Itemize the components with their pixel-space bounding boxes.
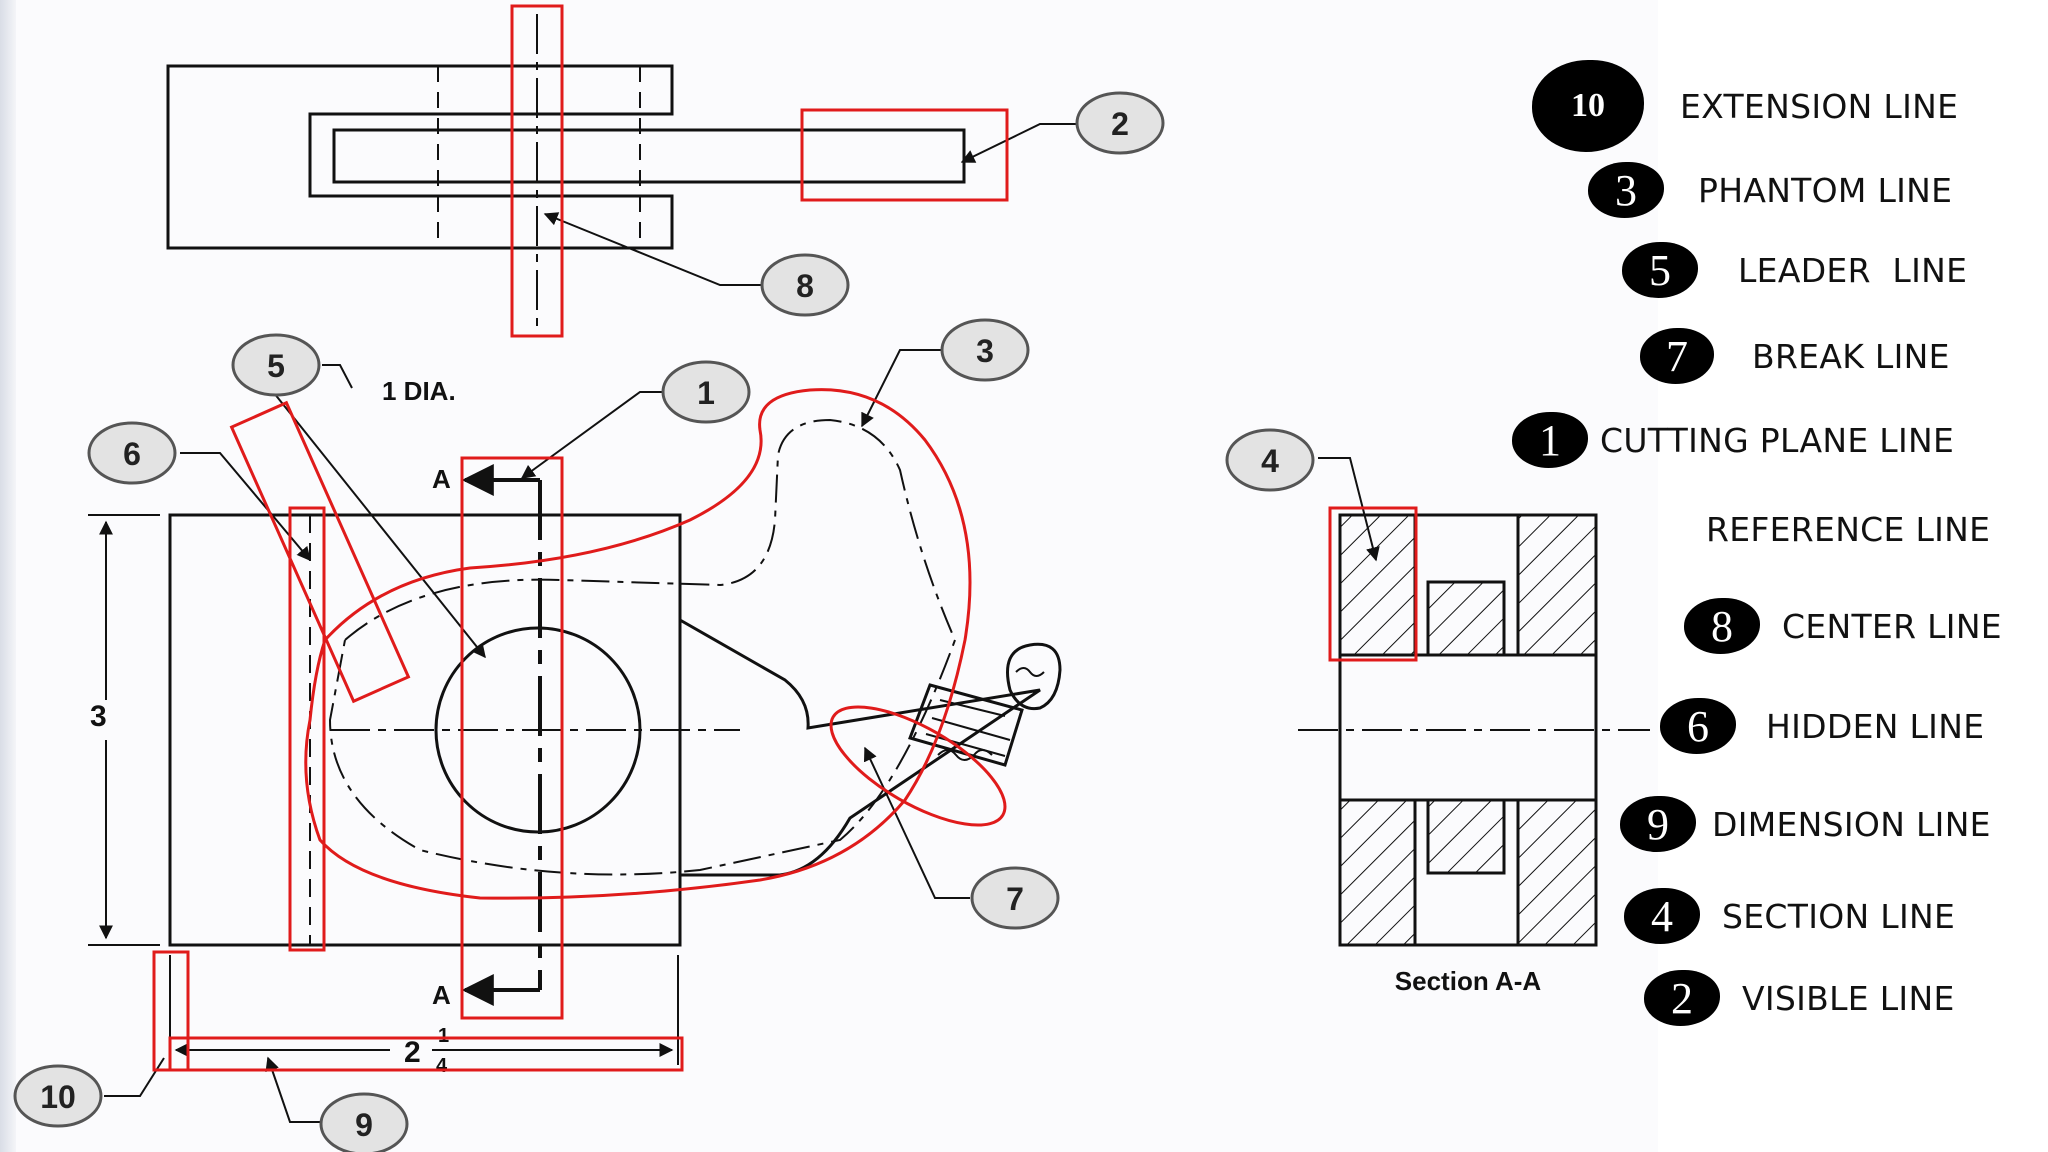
callout-10-label: 10: [40, 1079, 76, 1115]
callout-6-circle: [87, 421, 177, 485]
legend-item-visible-line: 2 VISIBLE LINE: [1644, 970, 1955, 1026]
highlight-phantom-line: [304, 388, 972, 900]
section-hatch-bottom-right: [1516, 798, 1598, 947]
legend-label-leader-line: LEADER LINE: [1738, 250, 1968, 290]
legend-badge-2: 2: [1644, 970, 1720, 1026]
section-hatch-bottom-mid: [1426, 798, 1506, 875]
section-hatch-top-mid: [1426, 580, 1506, 657]
legend-item-break-line: 7 BREAK LINE: [1640, 328, 1950, 384]
legend-label-phantom-line: PHANTOM LINE: [1698, 170, 1953, 210]
legend-badge-9: 9: [1620, 796, 1696, 852]
legend-item-phantom-line: 3 PHANTOM LINE: [1588, 162, 1952, 218]
callout-4-label: 4: [1261, 443, 1279, 479]
callout-3-label: 3: [976, 333, 994, 369]
legend-badge-8: 8: [1684, 598, 1760, 654]
dim-width-whole: 2: [404, 1036, 421, 1069]
legend-label-hidden-line: HIDDEN LINE: [1766, 706, 1985, 746]
legend-label-break-line: BREAK LINE: [1752, 336, 1950, 376]
callout-2-circle: [1075, 91, 1165, 155]
callout-5-circle: [231, 333, 321, 397]
highlight-center-line: [510, 4, 564, 338]
legend-item-hidden-line: 6 HIDDEN LINE: [1660, 698, 1984, 754]
highlight-hidden-line: [288, 506, 326, 952]
dimension-lines: [88, 387, 679, 1065]
legend-badge-4: 4: [1624, 888, 1700, 944]
highlight-section-line: [1328, 506, 1418, 662]
callout-3-circle: [940, 318, 1030, 382]
callout-10-circle: [13, 1064, 103, 1128]
legend-label-dimension-line: DIMENSION LINE: [1712, 804, 1991, 844]
legend-label-center-line: CENTER LINE: [1782, 606, 2002, 646]
legend-badge-1: 1: [1512, 412, 1588, 468]
legend-item-reference-line: REFERENCE LINE: [1706, 510, 1990, 549]
section-outline: [1338, 513, 1598, 947]
callout-1-circle: [661, 360, 751, 424]
callout-7-label: 7: [1006, 881, 1024, 917]
callout-4-circle: [1225, 428, 1315, 492]
callout-7-circle: [970, 866, 1060, 930]
highlight-dimension-line: [168, 1036, 684, 1072]
dim-width-num: 1: [438, 1025, 449, 1047]
legend-badge-3: 3: [1588, 162, 1664, 218]
legend-item-section-line: 4 SECTION LINE: [1624, 888, 1955, 944]
callout-6-label: 6: [123, 436, 141, 472]
callout-circles: [13, 91, 1315, 1152]
highlight-cutting-plane: [460, 456, 564, 1020]
highlight-leader-line: [229, 400, 411, 704]
top-view-hidden-lines: [437, 66, 641, 248]
legend-item-center-line: 8 CENTER LINE: [1684, 598, 2002, 654]
legend-item-dimension-line: 9 DIMENSION LINE: [1620, 796, 1991, 852]
legend-label-section-line: SECTION LINE: [1722, 896, 1956, 936]
dim-height-label: 3: [90, 700, 107, 733]
callout-9-label: 9: [355, 1107, 373, 1143]
left-edge-shade: [0, 0, 16, 1152]
legend-label-reference-line: REFERENCE LINE: [1706, 510, 1991, 549]
section-hatch-top-left: [1338, 513, 1417, 657]
legend-badge-10: 10: [1532, 60, 1644, 152]
cut-label-top: A: [432, 464, 451, 494]
phantom-outline: [328, 418, 957, 876]
break-line-detail: [908, 642, 1062, 767]
callout-9-circle: [319, 1092, 409, 1152]
legend-item-cutting-plane-line: 1 CUTTING PLANE LINE: [1512, 412, 1954, 468]
highlight-break-line: [829, 705, 1007, 827]
top-view-slot: [332, 128, 966, 184]
legend-label-extension-line: EXTENSION LINE: [1680, 86, 1959, 126]
highlight-visible-line: [800, 108, 1009, 202]
legend-label-cutting-plane-line: CUTTING PLANE LINE: [1600, 420, 1955, 460]
callout-5-label: 5: [267, 348, 285, 384]
legend-panel-background: [1658, 0, 2048, 1152]
callout-2-label: 2: [1111, 106, 1129, 142]
callout-8-label: 8: [796, 268, 814, 304]
callout-8-circle: [760, 253, 850, 317]
legend-label-visible-line: VISIBLE LINE: [1742, 978, 1955, 1018]
front-view-lug: [679, 618, 1041, 877]
cutting-plane-line: [461, 464, 542, 1006]
section-hatch-top-right: [1516, 513, 1598, 657]
red-annotations: [152, 4, 1418, 1072]
legend-badge-5: 5: [1622, 242, 1698, 298]
front-view: [88, 387, 1062, 1065]
section-view: [1298, 513, 1650, 947]
dim-width-den: 4: [436, 1055, 448, 1077]
section-title: Section A-A: [1395, 966, 1542, 996]
dia-note: 1 DIA.: [382, 376, 456, 406]
legend-item-extension-line: 10 EXTENSION LINE: [1532, 60, 1958, 152]
cut-label-bottom: A: [432, 980, 451, 1010]
legend-badge-7: 7: [1640, 328, 1714, 384]
legend-badge-6: 6: [1660, 698, 1736, 754]
leader-lines: [104, 123, 1380, 1123]
callout-1-label: 1: [697, 375, 715, 411]
top-view-outline: [166, 64, 674, 250]
section-hatch-bottom-left: [1338, 798, 1417, 947]
legend-item-leader-line: 5 LEADER LINE: [1622, 242, 1967, 298]
